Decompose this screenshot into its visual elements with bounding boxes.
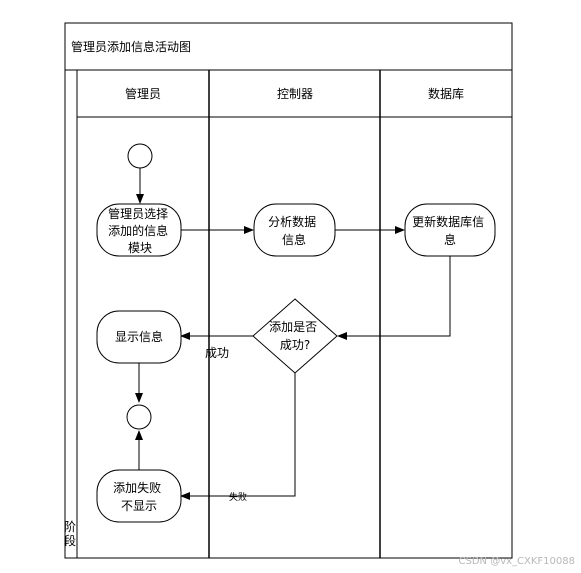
lane-header-admin: 管理员 xyxy=(125,86,161,101)
lane-header-controller: 控制器 xyxy=(277,87,313,101)
add-failed-line-1: 添加失败 xyxy=(113,480,161,495)
action-show-info-label: 显示信息 xyxy=(115,329,163,344)
update-database-line-1: 更新数据库信 xyxy=(412,214,484,229)
select-module-line-1: 管理员选择 xyxy=(108,206,168,221)
edge-label-failure: 失败 xyxy=(229,491,247,503)
update-database-line-2: 息 xyxy=(444,232,456,247)
edge-update-to-decision xyxy=(337,256,451,340)
action-add-failed xyxy=(96,469,182,523)
edge-decision-to-add-failed xyxy=(180,373,296,500)
diagram-title: 管理员添加信息活动图 xyxy=(71,39,191,54)
analyze-data-line-2: 信息 xyxy=(282,232,306,247)
action-update-database-label: 更新数据库信 息 xyxy=(412,214,488,247)
select-module-line-2: 添加的信息 xyxy=(108,223,168,238)
add-failed-line-2: 不显示 xyxy=(121,499,157,513)
analyze-data-line-1: 分析数据 xyxy=(268,214,316,229)
merge-node xyxy=(126,404,152,430)
action-analyze-data xyxy=(253,203,336,257)
initial-node xyxy=(127,143,153,169)
decision-node-label: 添加是否 成功? xyxy=(269,320,321,352)
stage-label: 阶段 xyxy=(64,520,77,548)
action-analyze-data-label: 分析数据 信息 xyxy=(268,214,320,247)
select-module-line-3: 模块 xyxy=(128,241,152,255)
action-select-module-label: 管理员选择 添加的信息 模块 xyxy=(108,206,172,255)
edge-label-success: 成功 xyxy=(205,346,229,360)
decision-line-1: 添加是否 xyxy=(269,320,317,334)
action-add-failed-label: 添加失败 不显示 xyxy=(113,480,165,513)
lane-header-database: 数据库 xyxy=(428,86,464,101)
action-update-database xyxy=(404,203,496,257)
watermark: CSDN @vx_CXKF10088 xyxy=(458,556,575,567)
decision-line-2: 成功? xyxy=(280,338,310,352)
